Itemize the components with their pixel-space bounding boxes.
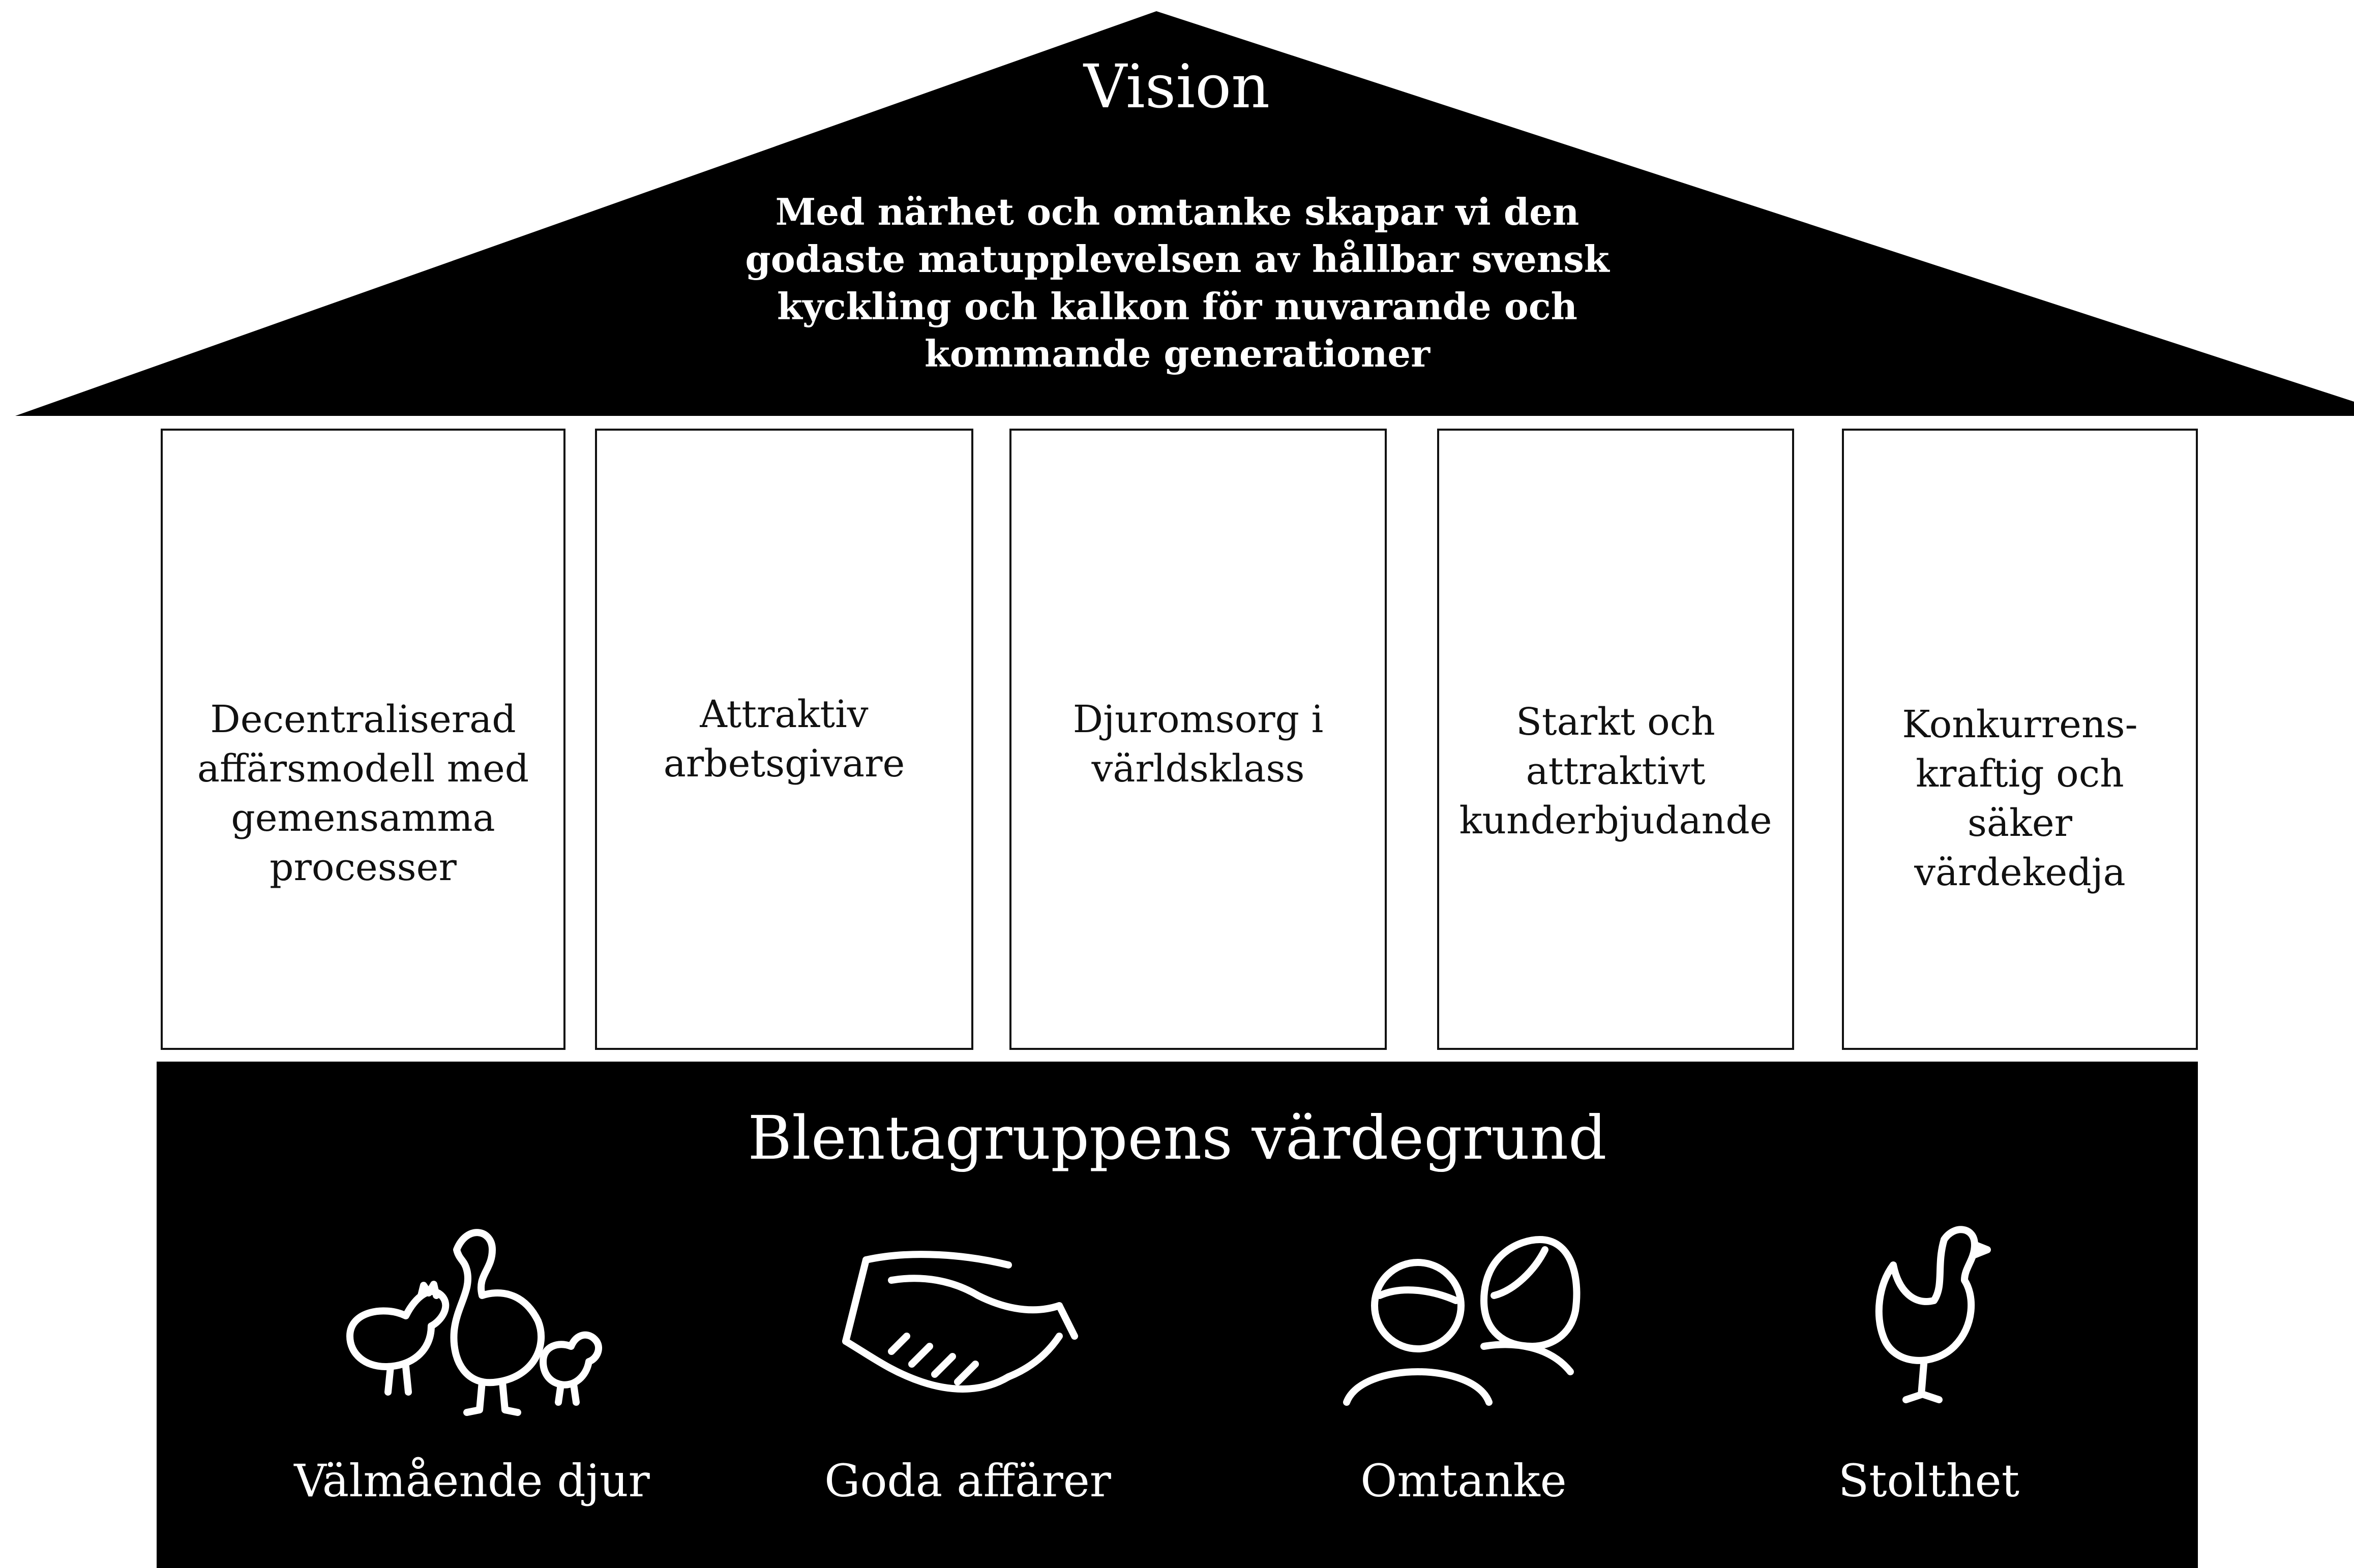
pillar-label: Konkurrens-kraftig och säker värdekedja [1902,703,2138,894]
pillar-decentralized-business-model: Decentraliserad affärsmodell med gemensa… [161,429,565,1050]
pillar-label: Decentraliserad affärsmodell med gemensa… [197,698,529,889]
value-label: Goda affärer [824,1455,1111,1507]
people-icon [1235,1219,1692,1423]
roof-shape [15,11,2354,416]
pillar-label: Starkt och attraktivt kunderbjudande [1459,700,1772,842]
vision-statement: Med närhet och omtanke skapar vi den god… [745,190,1610,375]
value-label: Välmående djur [294,1455,650,1507]
pillar-animal-welfare: Djuromsorg i världsklass [1009,429,1387,1050]
foundation-title: Blentagruppens värdegrund [748,1103,1607,1173]
chickens-icon [243,1219,701,1423]
handshake-icon [739,1219,1197,1423]
pillar-customer-offering: Starkt och attraktivt kunderbjudande [1437,429,1794,1050]
pillar-label: Djuromsorg i världsklass [1072,698,1324,791]
value-goda-affarer: Goda affärer [739,1219,1197,1524]
value-omtanke: Omtanke [1235,1219,1692,1524]
value-valmaende-djur: Välmående djur [243,1219,701,1524]
value-label: Omtanke [1360,1455,1567,1507]
pillar-attractive-employer: Attraktiv arbetsgivare [595,429,973,1050]
value-stolthet: Stolthet [1700,1219,2158,1524]
pillar-value-chain: Konkurrens-kraftig och säker värdekedja [1842,429,2198,1050]
foundation: Blentagruppens värdegrund Välmående djur [157,1062,2198,1568]
pillar-label: Attraktiv arbetsgivare [663,692,905,786]
value-label: Stolthet [1838,1455,2020,1507]
vision-title: Vision [1083,51,1270,122]
chicken-icon [1700,1219,2158,1423]
